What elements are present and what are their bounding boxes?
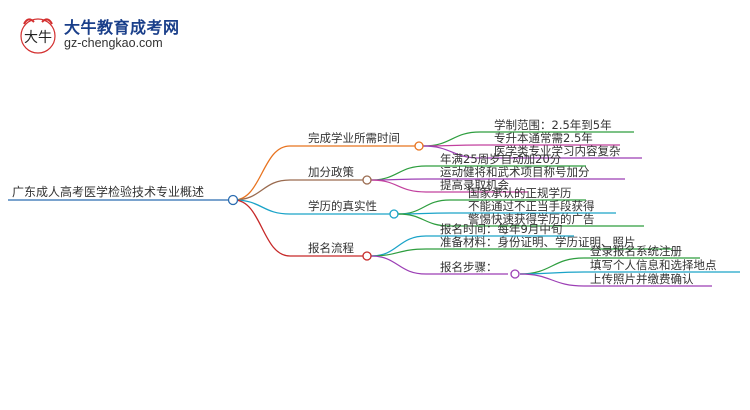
step-fill-info[interactable]: 填写个人信息和选择地点 [590, 258, 717, 272]
connector-root-branch1 [233, 145, 291, 201]
svg-text:大牛: 大牛 [24, 30, 52, 46]
leaf-no-improper-means[interactable]: 不能通过不正当手段获得 [468, 199, 595, 213]
connector-branch2-leaf1 [370, 165, 427, 181]
leaf-registration-time[interactable]: 报名时间：每年9月中旬 [440, 222, 563, 236]
branch1-node-circle [414, 141, 424, 151]
connector-step3 [519, 273, 585, 287]
leaf-athlete-bonus[interactable]: 运动健将和武术项目称号加分 [440, 165, 590, 179]
leaf-beware-ads[interactable]: 警惕快速获得学历的广告 [468, 212, 595, 226]
root-node-circle [227, 194, 239, 206]
bull-logo-icon: 大牛 [20, 18, 56, 54]
leaf-upgrade-duration[interactable]: 专升本通常需2.5年 [494, 131, 593, 145]
step-upload-pay[interactable]: 上传照片并缴费确认 [590, 272, 694, 286]
leaf-recognized-degree[interactable]: 国家承认的正规学历 [468, 186, 572, 200]
root-topic[interactable]: 广东成人高考医学检验技术专业概述 [12, 185, 205, 199]
logo-title: 大牛教育成考网 [64, 18, 180, 37]
leaf-duration-range[interactable]: 学制范围：2.5年到5年 [494, 118, 612, 132]
connector-root-branch4 [233, 199, 291, 257]
connector-branch4-leaf3 [370, 255, 427, 275]
step-login-register[interactable]: 登录报名系统注册 [590, 244, 682, 258]
connector-branch3-leaf1 [397, 199, 451, 215]
branch-bonus-policy[interactable]: 加分政策 [308, 165, 354, 179]
steps-node-circle [510, 269, 520, 279]
connector-root-branch3 [233, 199, 291, 215]
leaf-registration-steps[interactable]: 报名步骤： [440, 260, 498, 274]
connector-branch1-leaf1 [422, 131, 481, 147]
leaf-age-bonus[interactable]: 年满25周岁自动加20分 [440, 152, 562, 166]
branch3-node-circle [389, 209, 399, 219]
site-logo[interactable]: 大牛 大牛教育成考网 gz-chengkao.com [8, 10, 268, 60]
branch-registration[interactable]: 报名流程 [308, 241, 354, 255]
branch-authenticity[interactable]: 学历的真实性 [308, 199, 377, 213]
leaf-required-materials[interactable]: 准备材料：身份证明、学历证明、照片 [440, 235, 636, 249]
connector-branch2-leaf3 [370, 179, 427, 193]
leaf-admission-chance[interactable]: 提高录取机会 [440, 178, 509, 192]
branch-study-duration[interactable]: 完成学业所需时间 [308, 131, 400, 145]
branch4-node-circle [362, 251, 372, 261]
connector-branch3-leaf3 [397, 213, 451, 227]
connector-root-branch2 [233, 179, 291, 201]
connector-branch1-leaf3 [422, 145, 481, 159]
leaf-medical-complexity[interactable]: 医学类专业学习内容复杂 [494, 144, 621, 158]
logo-url: gz-chengkao.com [64, 36, 163, 50]
branch2-node-circle [362, 175, 372, 185]
